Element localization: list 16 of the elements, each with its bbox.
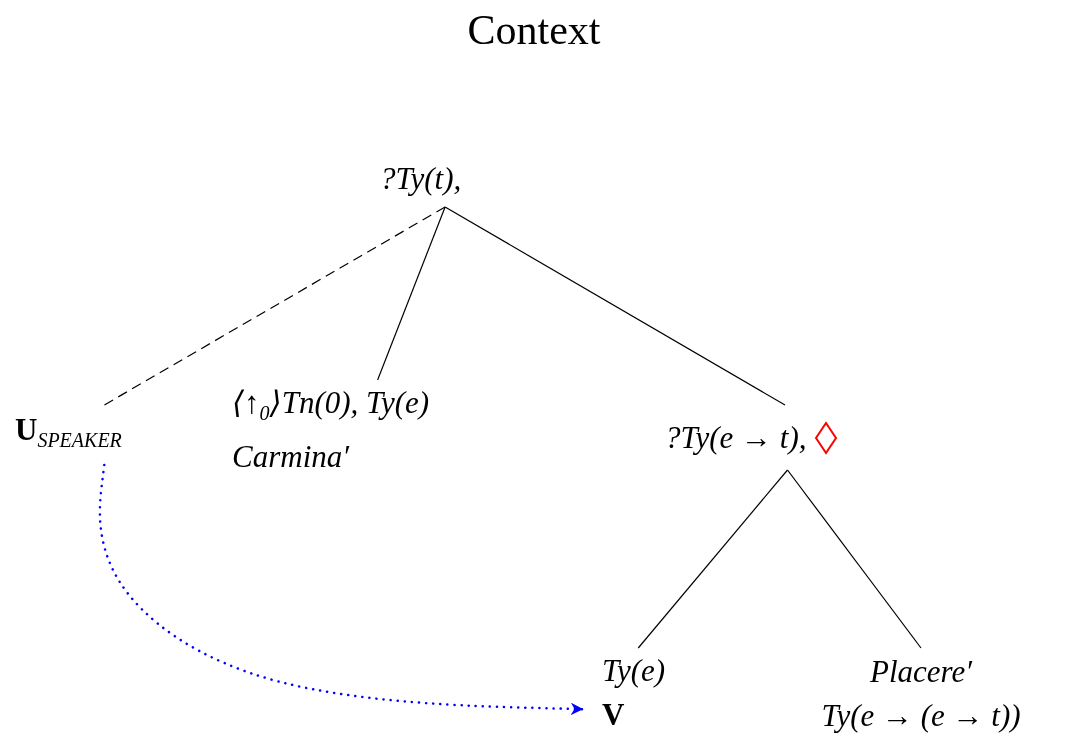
- node-label: ?Ty(t),: [380, 159, 462, 198]
- node-label: V: [602, 696, 625, 734]
- arrow: [98, 463, 584, 716]
- node-label: Placere′: [870, 653, 972, 691]
- title: Context: [466, 6, 602, 54]
- tree-branch-line: [786, 469, 922, 649]
- tree-branch-line: [377, 206, 446, 381]
- tree-branch-line: [637, 469, 789, 649]
- tree-branch-line: [444, 206, 786, 406]
- tree-branch-line: [103, 206, 446, 406]
- node-label: Ty(e → (e → t)): [821, 697, 1021, 735]
- node-label: Carmina′: [232, 438, 350, 477]
- node-label: ?Ty(e → t),: [665, 418, 807, 457]
- node-label: U$_{SPEAKER}$: [15, 410, 122, 454]
- node-label: ⟨↑$_{0}$⟩Tn(0), Ty(e): [232, 383, 430, 427]
- node-label: Ty(e): [602, 652, 666, 690]
